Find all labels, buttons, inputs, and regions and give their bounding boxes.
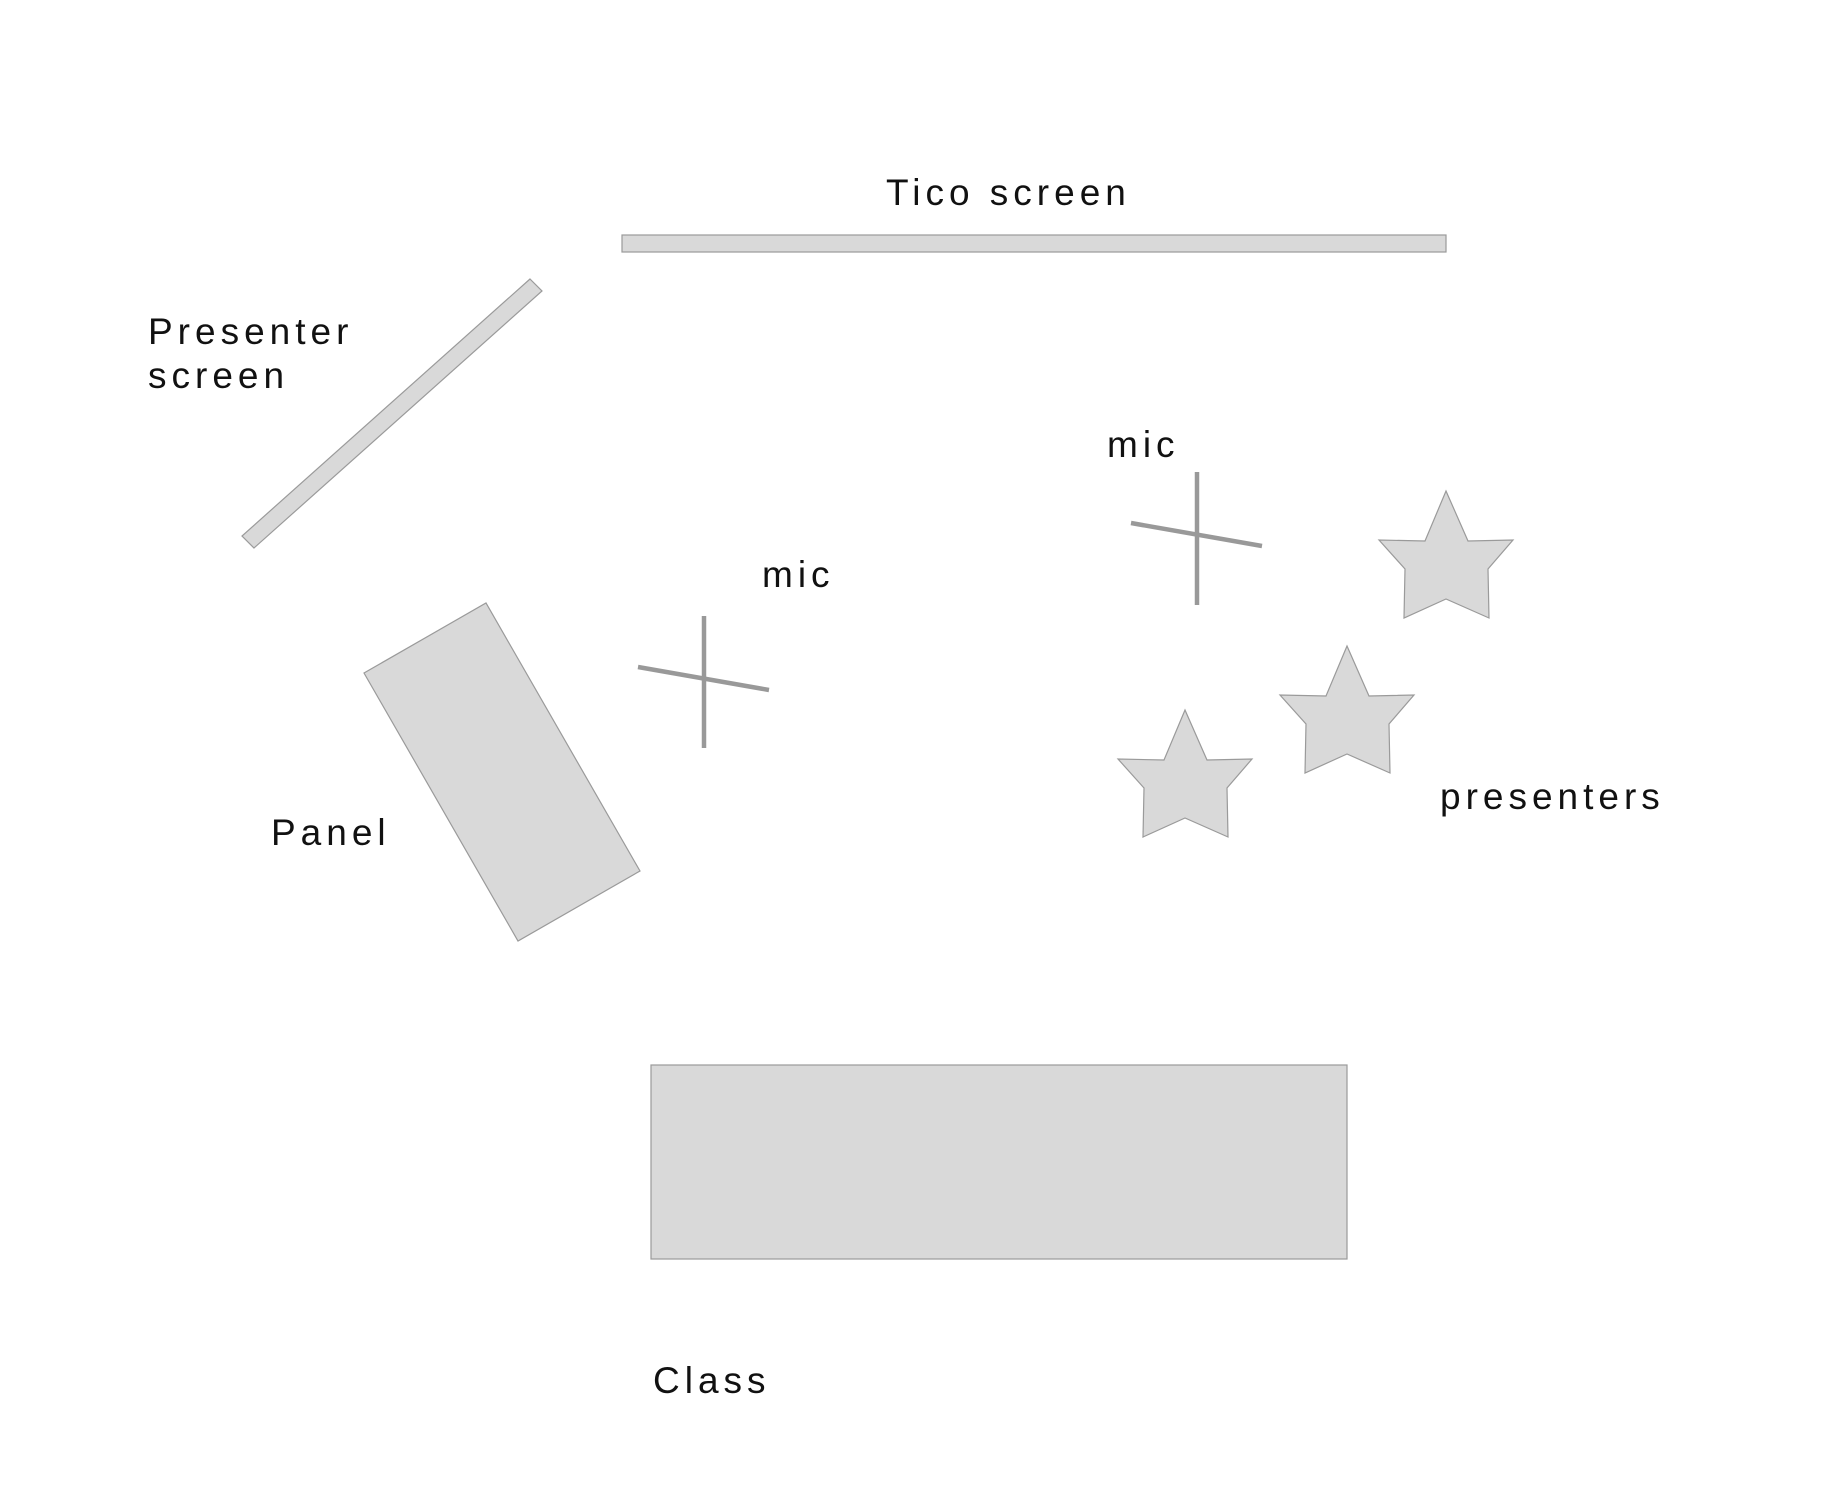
presenters-label: presenters — [1440, 776, 1665, 817]
presenter-screen-label-line2: screen — [148, 355, 289, 396]
mic-right-icon — [1130, 472, 1263, 605]
presenter-star-icon-1 — [1377, 489, 1515, 619]
mic-right-label: mic — [1107, 424, 1180, 465]
class-label: Class — [653, 1360, 771, 1401]
tico-screen-shape — [621, 234, 1447, 253]
presenter-star-icon-3 — [1116, 708, 1254, 838]
mic-left-icon — [637, 616, 770, 748]
presenter-screen-shape — [241, 278, 543, 549]
panel-label: Panel — [271, 812, 391, 853]
mic-left-label: mic — [762, 554, 835, 595]
tico-screen-label: Tico screen — [886, 172, 1131, 213]
presenter-screen-label-line1: Presenter — [148, 311, 353, 352]
class-shape — [650, 1064, 1348, 1260]
panel-shape — [363, 602, 641, 942]
presenter-star-icon-2 — [1278, 644, 1416, 774]
